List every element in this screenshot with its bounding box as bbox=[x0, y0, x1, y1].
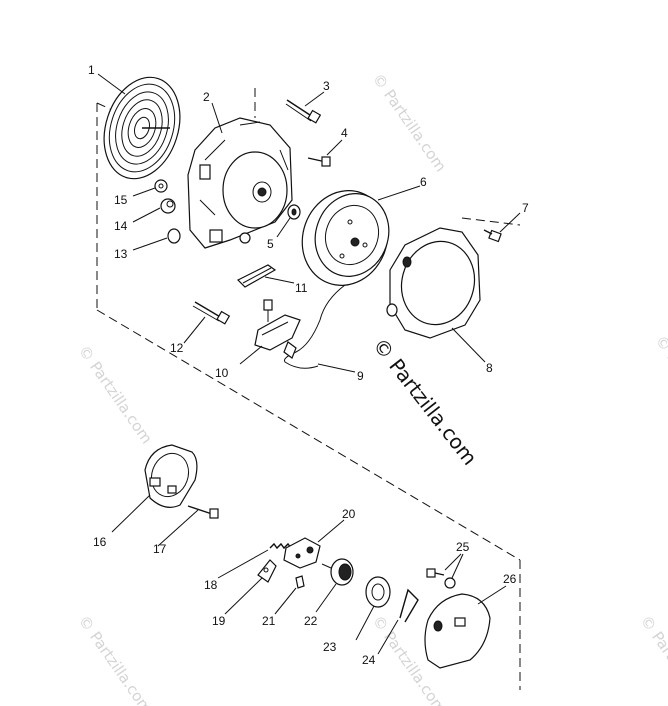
bracket-19 bbox=[257, 559, 277, 583]
label-4: 4 bbox=[341, 126, 348, 140]
label-25: 25 bbox=[456, 540, 470, 554]
part-labels: 1 2 3 4 5 6 7 8 9 10 11 12 13 14 15 16 1… bbox=[88, 63, 529, 667]
bolt-17 bbox=[187, 505, 219, 519]
label-12: 12 bbox=[170, 341, 184, 355]
seal-23 bbox=[365, 576, 391, 608]
label-7: 7 bbox=[522, 201, 529, 215]
recoil-spring bbox=[103, 76, 181, 180]
label-6: 6 bbox=[420, 175, 427, 189]
label-11: 11 bbox=[295, 281, 308, 295]
label-3: 3 bbox=[323, 79, 330, 93]
label-24: 24 bbox=[362, 653, 376, 667]
watermark-faint-6: © Partzilla.com bbox=[637, 612, 668, 706]
label-16: 16 bbox=[93, 535, 107, 549]
bolt-4 bbox=[307, 156, 331, 167]
label-20: 20 bbox=[342, 507, 356, 521]
washer-15 bbox=[154, 179, 168, 193]
watermark-main: © Partzilla.com bbox=[368, 333, 482, 469]
label-5: 5 bbox=[267, 237, 274, 251]
recoil-cover-8 bbox=[386, 227, 481, 339]
bushing-22 bbox=[321, 558, 354, 586]
starter-rope-9 bbox=[284, 284, 346, 369]
bolt-3 bbox=[285, 99, 322, 124]
starter-handle-10 bbox=[254, 299, 301, 359]
drive-plate-26 bbox=[424, 593, 491, 669]
label-8: 8 bbox=[486, 361, 493, 375]
bolt-washer-25 bbox=[426, 568, 456, 589]
washer-5 bbox=[287, 204, 301, 220]
bushing-13 bbox=[167, 228, 181, 244]
nut-14 bbox=[160, 198, 176, 214]
label-23: 23 bbox=[323, 640, 337, 654]
label-1: 1 bbox=[88, 63, 95, 77]
handle-insert-11 bbox=[236, 264, 277, 288]
label-15: 15 bbox=[114, 193, 128, 207]
label-2: 2 bbox=[203, 90, 210, 104]
label-14: 14 bbox=[114, 219, 128, 233]
label-19: 19 bbox=[212, 614, 226, 628]
bolt-7 bbox=[483, 229, 502, 243]
watermark-faint-5: © Partzilla.com bbox=[652, 332, 668, 437]
recoil-housing bbox=[187, 117, 293, 249]
label-13: 13 bbox=[114, 247, 128, 261]
watermark-faint-1: © Partzilla.com bbox=[369, 70, 450, 175]
housing-cup-16 bbox=[144, 444, 198, 508]
leader-lines bbox=[97, 73, 521, 655]
label-21: 21 bbox=[262, 614, 276, 628]
label-17: 17 bbox=[153, 542, 167, 556]
pulley-6 bbox=[301, 190, 390, 286]
pin-21 bbox=[295, 575, 305, 589]
label-9: 9 bbox=[357, 369, 364, 383]
watermark-faint-2: © Partzilla.com bbox=[75, 342, 156, 447]
label-10: 10 bbox=[215, 366, 229, 380]
spring-18 bbox=[269, 542, 292, 550]
label-22: 22 bbox=[304, 614, 318, 628]
label-26: 26 bbox=[503, 572, 517, 586]
watermark-faint-3: © Partzilla.com bbox=[75, 612, 156, 706]
pawl-assembly-20 bbox=[283, 537, 321, 569]
label-18: 18 bbox=[204, 578, 218, 592]
bolt-12 bbox=[192, 301, 231, 325]
spring-clip-24 bbox=[399, 588, 419, 623]
